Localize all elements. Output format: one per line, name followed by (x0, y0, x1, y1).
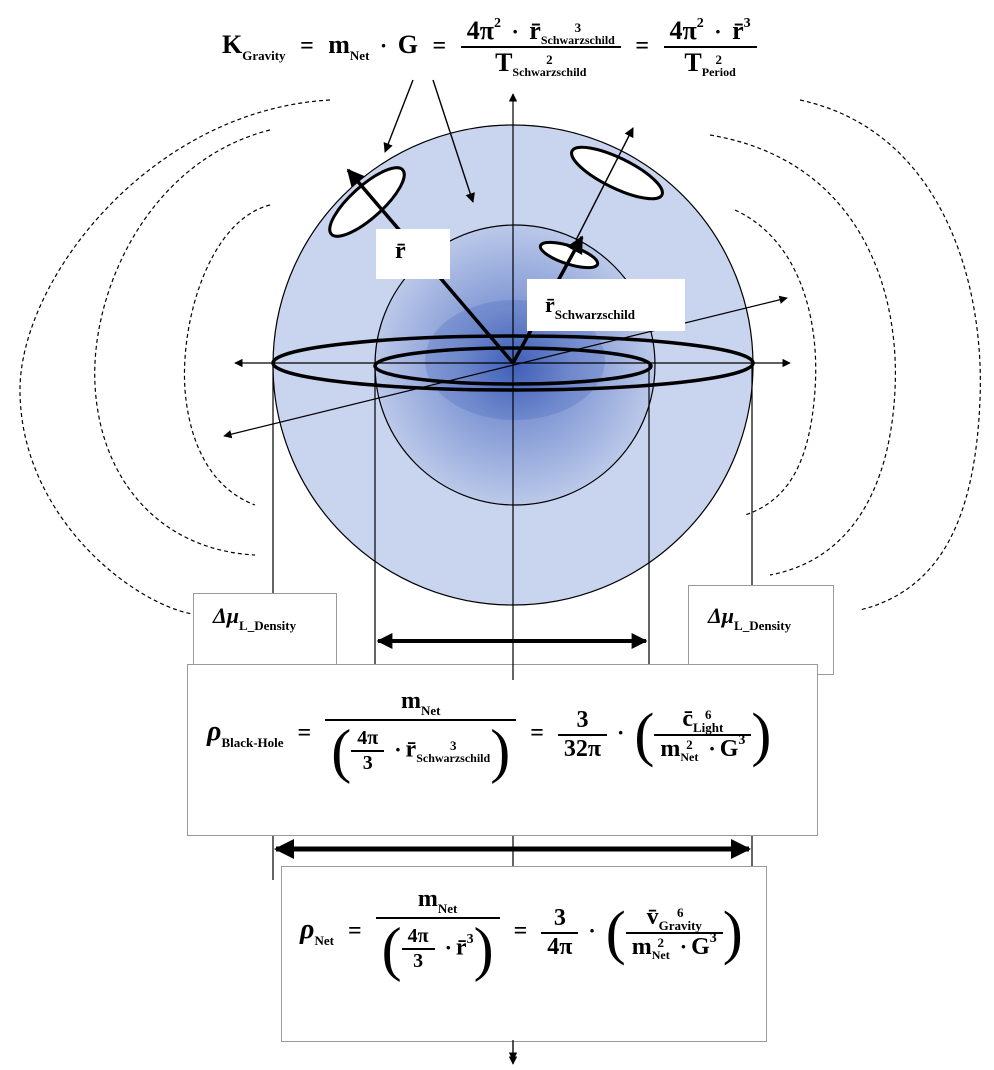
pointer-arrow-m (383, 79, 414, 153)
field-line-left-inner (183, 204, 271, 506)
delta-mu-right-box (688, 585, 834, 675)
rho-net: ρ (300, 914, 315, 946)
field-line-left-outer (19, 99, 331, 616)
orbit-ellipse-upper-left (328, 166, 406, 238)
r-schwarzschild-label-box (527, 279, 685, 331)
orbit-normal-vector (575, 127, 634, 241)
k-gravity: KGravity (222, 29, 286, 63)
delta-mu-left-box (193, 593, 337, 671)
field-line-right-inner (734, 209, 817, 516)
field-line-right-outer (799, 99, 981, 611)
field-line-left-middle (94, 129, 271, 556)
pointer-arrow-g (432, 79, 475, 203)
r-schwarzschild-label: r̄Schwarzschild (545, 292, 635, 322)
r-label-box (376, 229, 450, 279)
delta-mu-left-label: ΔμL_Density (213, 603, 297, 633)
m-net: mNet (328, 29, 370, 63)
z-axis (223, 295, 788, 439)
delta-mu-right-label: ΔμL_Density (708, 603, 792, 633)
net-density-box (281, 866, 767, 1042)
orbit-ellipse-upper-right (570, 145, 664, 201)
g-constant: G (397, 29, 418, 59)
r-label: r̄ (395, 238, 406, 264)
field-line-right-middle (709, 134, 897, 576)
rho-black-hole: ρ (207, 716, 222, 748)
black-hole-density-box (187, 664, 818, 836)
